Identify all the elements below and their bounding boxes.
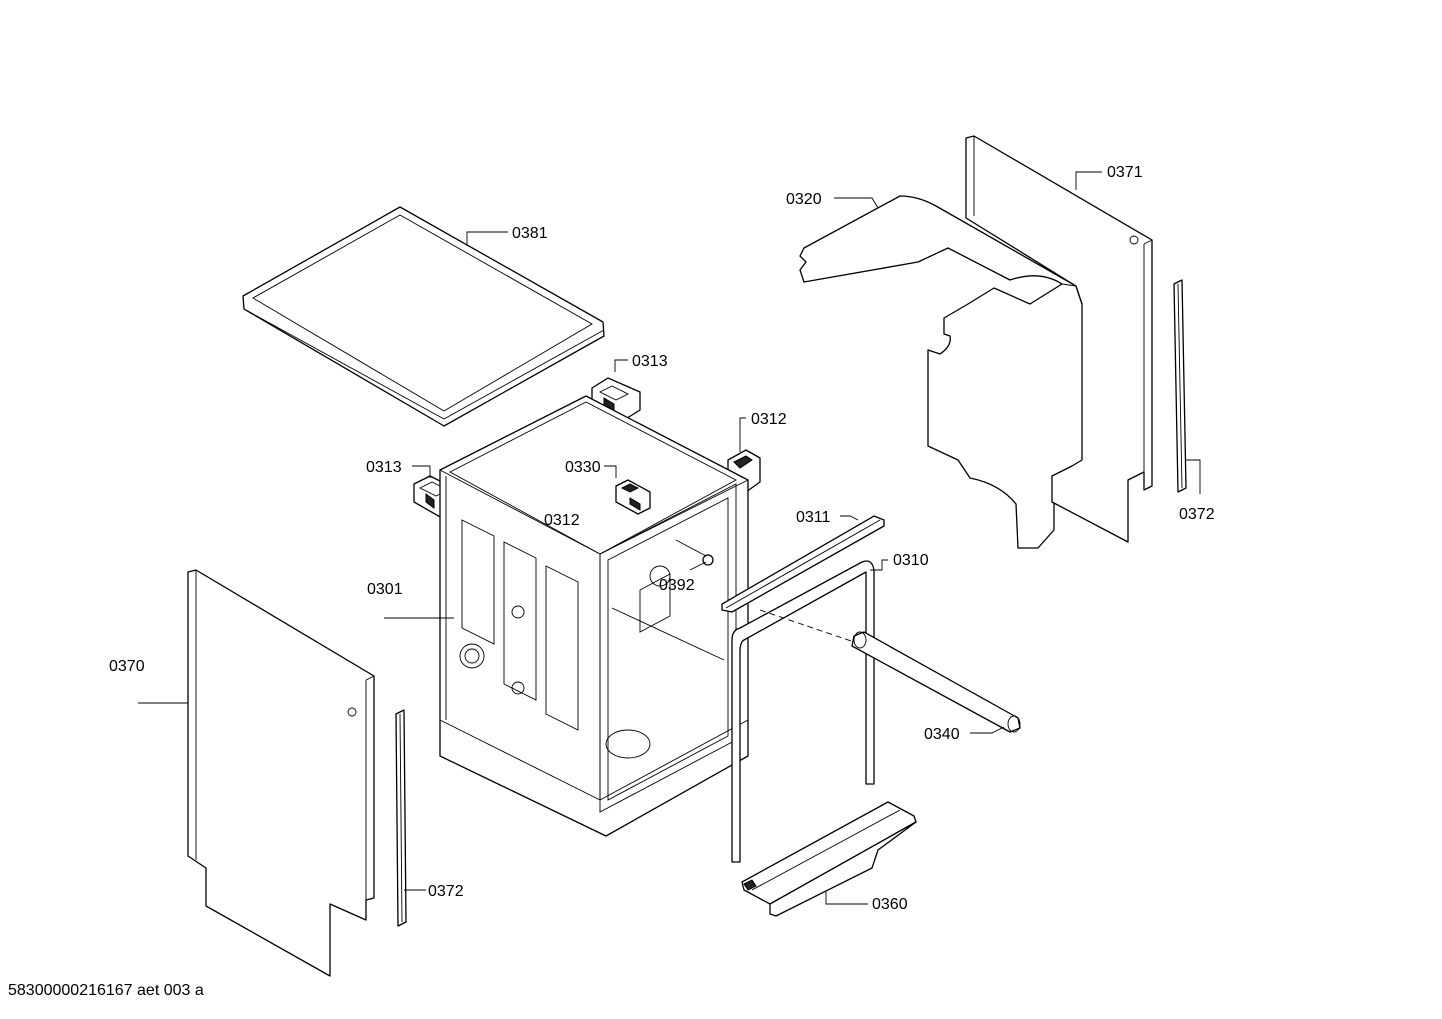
label-0301: 0301 xyxy=(367,581,403,598)
part-0330-latch xyxy=(604,465,651,515)
part-0372-strip-left xyxy=(395,709,426,927)
label-0320: 0320 xyxy=(786,191,822,208)
label-0392: 0392 xyxy=(659,577,695,594)
part-0301-tub xyxy=(384,395,749,837)
label-0311: 0311 xyxy=(796,509,831,526)
label-0372-left: 0372 xyxy=(428,883,464,900)
part-0310-seal xyxy=(731,559,888,863)
part-0372-strip-right xyxy=(1173,279,1201,494)
part-0371-side-panel-right xyxy=(965,135,1153,543)
callout-labels: 0381 0313 0313 0312 0312 0330 0301 0392 … xyxy=(109,164,1215,913)
label-0312-left: 0312 xyxy=(544,512,580,529)
label-0313-left: 0313 xyxy=(366,459,402,476)
part-0360-kickplate xyxy=(741,801,917,917)
part-0370-side-panel-left xyxy=(138,569,375,977)
part-0381-worktop xyxy=(242,206,605,427)
label-0372-right: 0372 xyxy=(1179,506,1215,523)
drawing-code: 58300000216167 aet 003 a xyxy=(8,982,204,999)
label-0371: 0371 xyxy=(1107,164,1143,181)
label-0381: 0381 xyxy=(512,225,548,242)
label-0310: 0310 xyxy=(893,552,929,569)
label-0313-top: 0313 xyxy=(632,353,668,370)
part-0340-spray-tube xyxy=(851,631,1021,734)
label-0360: 0360 xyxy=(872,896,908,913)
label-0340: 0340 xyxy=(924,726,960,743)
label-0370: 0370 xyxy=(109,658,145,675)
label-0330: 0330 xyxy=(565,459,601,476)
part-0392-clip xyxy=(675,539,714,571)
label-0312-right: 0312 xyxy=(751,411,787,428)
part-0311-rail xyxy=(721,515,885,613)
